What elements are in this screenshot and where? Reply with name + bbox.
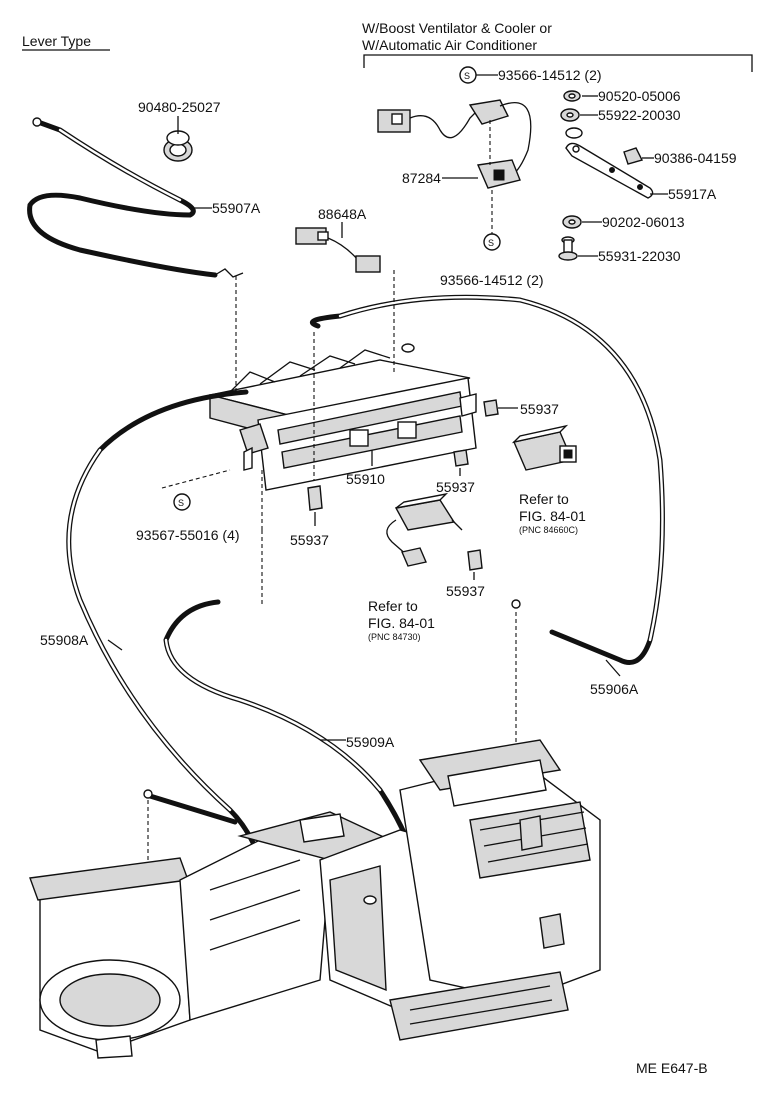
option-label-line2: W/Automatic Air Conditioner	[362, 37, 537, 53]
label-87284: 87284	[402, 170, 441, 186]
blower-switch	[511, 424, 577, 471]
label-90520-05006: 90520-05006	[598, 88, 681, 104]
s-symbol-top: S	[459, 66, 477, 84]
nut-90520-05006	[563, 90, 581, 102]
label-55910: 55910	[346, 471, 385, 487]
lever-type-label: Lever Type	[22, 33, 91, 49]
footer-code: ME E647-B	[636, 1060, 708, 1076]
cable-55906A	[310, 294, 665, 770]
svg-text:S: S	[464, 71, 470, 81]
ref2-pnc: (PNC 84730)	[368, 632, 421, 642]
cable-55908A	[66, 389, 263, 870]
ref2-line1: Refer to	[368, 598, 418, 614]
label-90202-06013: 90202-06013	[602, 214, 685, 230]
leader-55906A	[605, 659, 621, 677]
svg-text:S: S	[488, 238, 494, 248]
ref1-pnc: (PNC 84660C)	[519, 525, 578, 535]
label-93566-top: 93566-14512 (2)	[498, 67, 602, 83]
option-bracket	[363, 54, 753, 72]
label-55937-b: 55937	[436, 479, 475, 495]
label-90386-04159: 90386-04159	[654, 150, 737, 166]
svg-text:S: S	[178, 498, 184, 508]
ref1-line2: FIG. 84-01	[519, 508, 586, 524]
knob-55937-b	[453, 449, 469, 467]
grommet-90480-25027	[163, 130, 193, 162]
knob-55937-c	[307, 485, 323, 511]
label-90480-25027: 90480-25027	[138, 99, 221, 115]
knob-55937-d	[467, 549, 483, 571]
label-55937-d: 55937	[446, 583, 485, 599]
clip-90386-04159	[623, 147, 644, 165]
control-head-55910	[209, 343, 477, 491]
cable-55907A	[27, 117, 244, 278]
label-55909A: 55909A	[346, 734, 395, 750]
lever-arm-55917A	[565, 142, 654, 199]
ref2-line2: FIG. 84-01	[368, 615, 435, 631]
option-label-line1: W/Boost Ventilator & Cooler or	[362, 20, 552, 36]
washer-90202-06013	[562, 215, 582, 229]
knob-55937-a	[483, 399, 499, 417]
s-symbol-bottom: S	[483, 233, 501, 251]
label-55907A: 55907A	[212, 200, 261, 216]
dash-projection	[313, 270, 395, 480]
label-88648A: 88648A	[318, 206, 367, 222]
label-55917A: 55917A	[668, 186, 717, 202]
lamp-socket	[386, 492, 463, 567]
nut-55922-20030	[560, 108, 580, 122]
label-93567-55016: 93567-55016 (4)	[136, 527, 240, 543]
label-55937-c: 55937	[290, 532, 329, 548]
label-93566-bottom: 93566-14512 (2)	[440, 272, 544, 288]
washer-small	[565, 127, 583, 139]
harness-87284	[377, 99, 532, 189]
leader-55908A	[107, 639, 123, 651]
dash-screw	[161, 469, 231, 489]
label-55908A: 55908A	[40, 632, 89, 648]
connector-88648A	[295, 227, 381, 273]
label-55937-a: 55937	[520, 401, 559, 417]
ref1-line1: Refer to	[519, 491, 569, 507]
pin-55931-22030	[558, 236, 578, 261]
s-symbol-screw: S	[173, 493, 191, 511]
label-55906A: 55906A	[590, 681, 639, 697]
label-55931-22030: 55931-22030	[598, 248, 681, 264]
heater-blower-unit	[29, 739, 601, 1059]
label-55922-20030: 55922-20030	[598, 107, 681, 123]
